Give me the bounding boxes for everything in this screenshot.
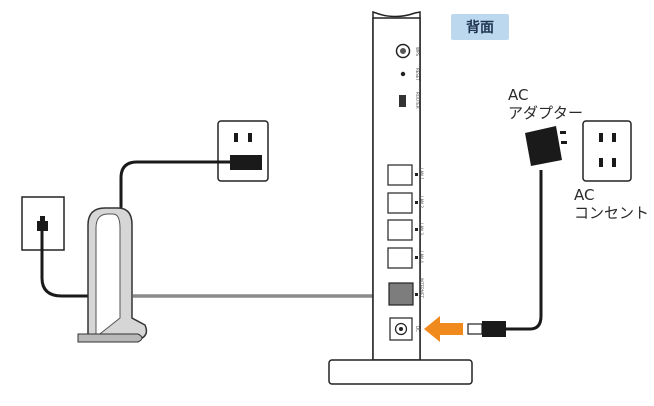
back-side-label: 背面 <box>451 14 509 40</box>
lan-ports <box>387 164 413 269</box>
port-labels: WPS RESET ROUTER LAN 1 LAN 2 LAN 3 LAN 4… <box>415 47 424 332</box>
router-stand <box>328 359 473 385</box>
ac-adapter-label-line1: AC <box>508 86 529 104</box>
adapter-cable <box>506 170 543 331</box>
modem-device <box>77 207 148 343</box>
modem-power-plug <box>230 155 262 170</box>
internet-port <box>388 282 414 306</box>
ac-outlet-label-line2: コンセント <box>574 204 650 222</box>
port-label-lan4: LAN 4 <box>419 251 424 263</box>
port-label-router: ROUTER <box>415 92 420 109</box>
ac-outlet-label-line1: AC <box>574 186 595 204</box>
ac-outlet-label: AC コンセント <box>574 186 649 222</box>
outlet-left-icon <box>217 120 269 182</box>
ac-adapter-icon <box>525 126 567 166</box>
ac-outlet-icon <box>582 120 632 182</box>
dc-plug <box>467 321 506 337</box>
port-label-reset: RESET <box>415 68 420 81</box>
port-label-wps: WPS <box>415 47 420 56</box>
router-back <box>328 10 473 385</box>
port-label-lan2: LAN 2 <box>419 196 424 208</box>
port-label-dc: DC <box>415 326 420 332</box>
ac-adapter-label: AC アダプター <box>508 86 583 122</box>
modem-power-cable <box>119 160 236 212</box>
port-label-lan3: LAN 3 <box>419 223 424 235</box>
ac-adapter-label-line2: アダプター <box>508 104 584 122</box>
phone-cable <box>40 231 90 298</box>
connect-arrow-icon <box>424 316 463 342</box>
port-label-internet: INTERNET <box>419 278 424 298</box>
port-label-lan1: LAN 1 <box>419 168 424 180</box>
